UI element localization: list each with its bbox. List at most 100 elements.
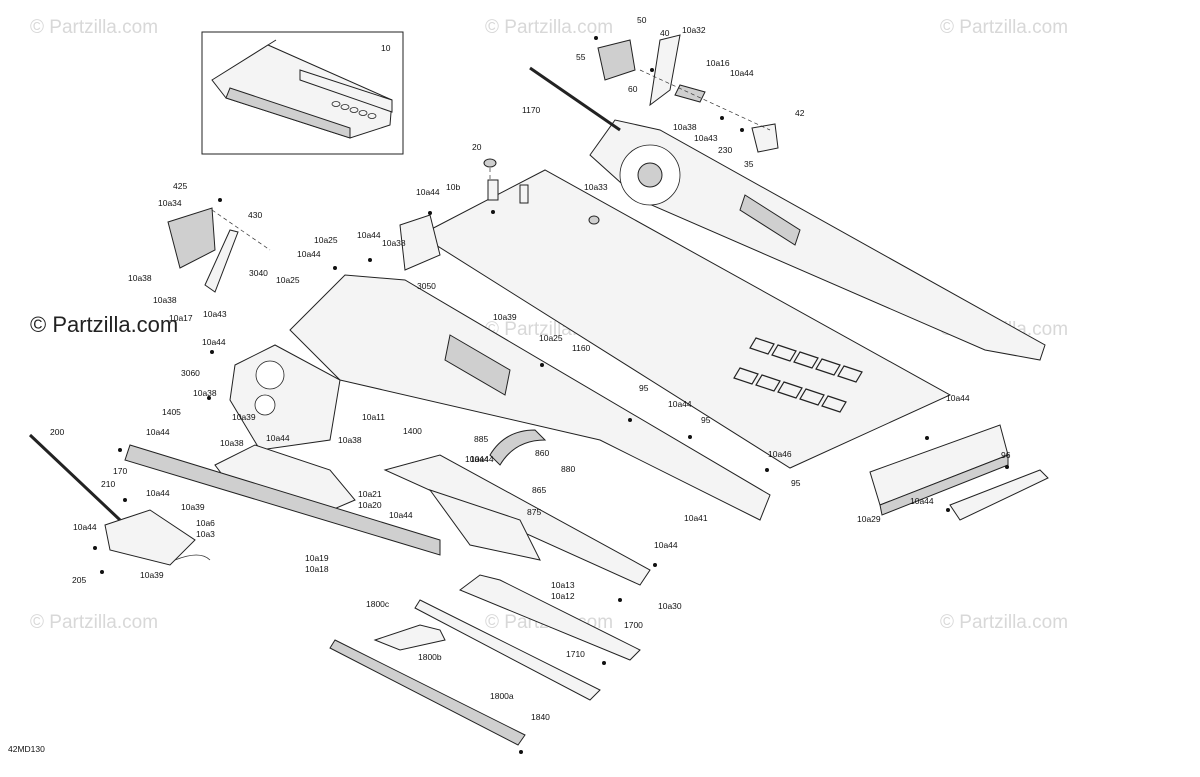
callout: 10a44: [146, 427, 170, 437]
callout: 10a39: [493, 312, 517, 322]
callout: 860: [535, 448, 549, 458]
callout: 1170: [522, 105, 541, 115]
callout: 10a16: [706, 58, 730, 68]
callout: 10a25: [276, 275, 300, 285]
watermark-dark: © Partzilla.com: [30, 312, 178, 337]
callout: 10a38: [220, 438, 244, 448]
callout: 10a46: [768, 449, 792, 459]
callout: 885: [474, 434, 488, 444]
bar-10a19: [124, 444, 441, 556]
callout: 96: [1001, 450, 1011, 460]
callout: 20: [472, 142, 482, 152]
callout: 210: [101, 479, 115, 489]
center-fittings: [483, 158, 600, 225]
callout: 10a20: [358, 500, 382, 510]
callout: 10a39: [181, 502, 205, 512]
bracket-1800b: [373, 624, 446, 651]
callout: 10a30: [658, 601, 682, 611]
callout: 875: [527, 507, 541, 517]
watermark: © Partzilla.com: [940, 612, 1068, 633]
callout: 1800a: [490, 691, 514, 701]
watermark: © Partzilla.com: [30, 612, 158, 633]
callout: 1800c: [366, 599, 390, 609]
callout: 865: [532, 485, 546, 495]
callout: 10a44: [946, 393, 970, 403]
lower-side-panel: [383, 454, 651, 586]
callout: 10a19: [305, 553, 329, 563]
diagram-code: 42MD130: [8, 744, 45, 754]
callout: 1700: [624, 620, 643, 630]
watermark: © Partzilla.com: [940, 17, 1068, 38]
callout: 10a13: [551, 580, 575, 590]
fastener-markers: [93, 36, 1009, 754]
callout: 1710: [566, 649, 585, 659]
callout: 430: [248, 210, 262, 220]
runner-1700: [458, 574, 641, 661]
callout: 10a38: [673, 122, 697, 132]
callout: 10a44: [266, 433, 290, 443]
callout: 230: [718, 145, 732, 155]
callout: 60: [628, 84, 638, 94]
callout: 10a41: [684, 513, 708, 523]
callout: 10a29: [857, 514, 881, 524]
callout: 3040: [249, 268, 268, 278]
callout: 10a38: [193, 388, 217, 398]
steering-rod: [28, 433, 211, 566]
inset-label: 10: [381, 43, 391, 53]
callout: 10a39: [232, 412, 256, 422]
left-side-panel: [167, 207, 271, 293]
callout: 10a34: [158, 198, 182, 208]
callout: 55: [576, 52, 586, 62]
callout: 40: [660, 28, 670, 38]
right-rail: [529, 66, 1046, 361]
runner-1800c: [414, 599, 601, 701]
crossmember-10a29: [869, 424, 1009, 516]
inset-assembly: 10: [201, 31, 404, 155]
callout: 10a43: [203, 309, 227, 319]
callout: 10a44: [389, 510, 413, 520]
bracket-96: [949, 469, 1049, 521]
callout: 1400: [403, 426, 422, 436]
callout: 10a6: [196, 518, 215, 528]
runner-1800a: [329, 639, 526, 746]
callout: 95: [701, 415, 711, 425]
callout: 95: [639, 383, 649, 393]
callout: 10a44: [910, 496, 934, 506]
callout: 10a44: [654, 540, 678, 550]
callout: 10a38: [153, 295, 177, 305]
callout: 10a44: [357, 230, 381, 240]
callout: 200: [50, 427, 64, 437]
callout: 10a44: [416, 187, 440, 197]
callout: 10a12: [551, 591, 575, 601]
callout: 10a17: [169, 313, 193, 323]
callout: 3050: [417, 281, 436, 291]
callout: 1840: [531, 712, 550, 722]
callout: 10a44: [470, 454, 494, 464]
callout: 10a32: [682, 25, 706, 35]
callout: 10a44: [668, 399, 692, 409]
callout: 10a33: [584, 182, 608, 192]
callout: 3060: [181, 368, 200, 378]
watermark: © Partzilla.com: [30, 17, 158, 38]
callout: 10a25: [539, 333, 563, 343]
callout: 35: [744, 159, 754, 169]
callout: 170: [113, 466, 127, 476]
callout: 10a44: [202, 337, 226, 347]
watermark: © Partzilla.com: [485, 17, 613, 38]
callout: 50: [637, 15, 647, 25]
callout: 10a43: [694, 133, 718, 143]
callout: 10a38: [382, 238, 406, 248]
callout: 880: [561, 464, 575, 474]
callout: 10a44: [73, 522, 97, 532]
callout: 10a44: [730, 68, 754, 78]
callout: 42: [795, 108, 805, 118]
callout: 10a38: [338, 435, 362, 445]
callout: 425: [173, 181, 187, 191]
front-left-bracket: [229, 344, 341, 451]
callout: 10b: [446, 182, 460, 192]
callout: 95: [791, 478, 801, 488]
callout: 1405: [162, 407, 181, 417]
callout: 10a11: [362, 412, 385, 422]
